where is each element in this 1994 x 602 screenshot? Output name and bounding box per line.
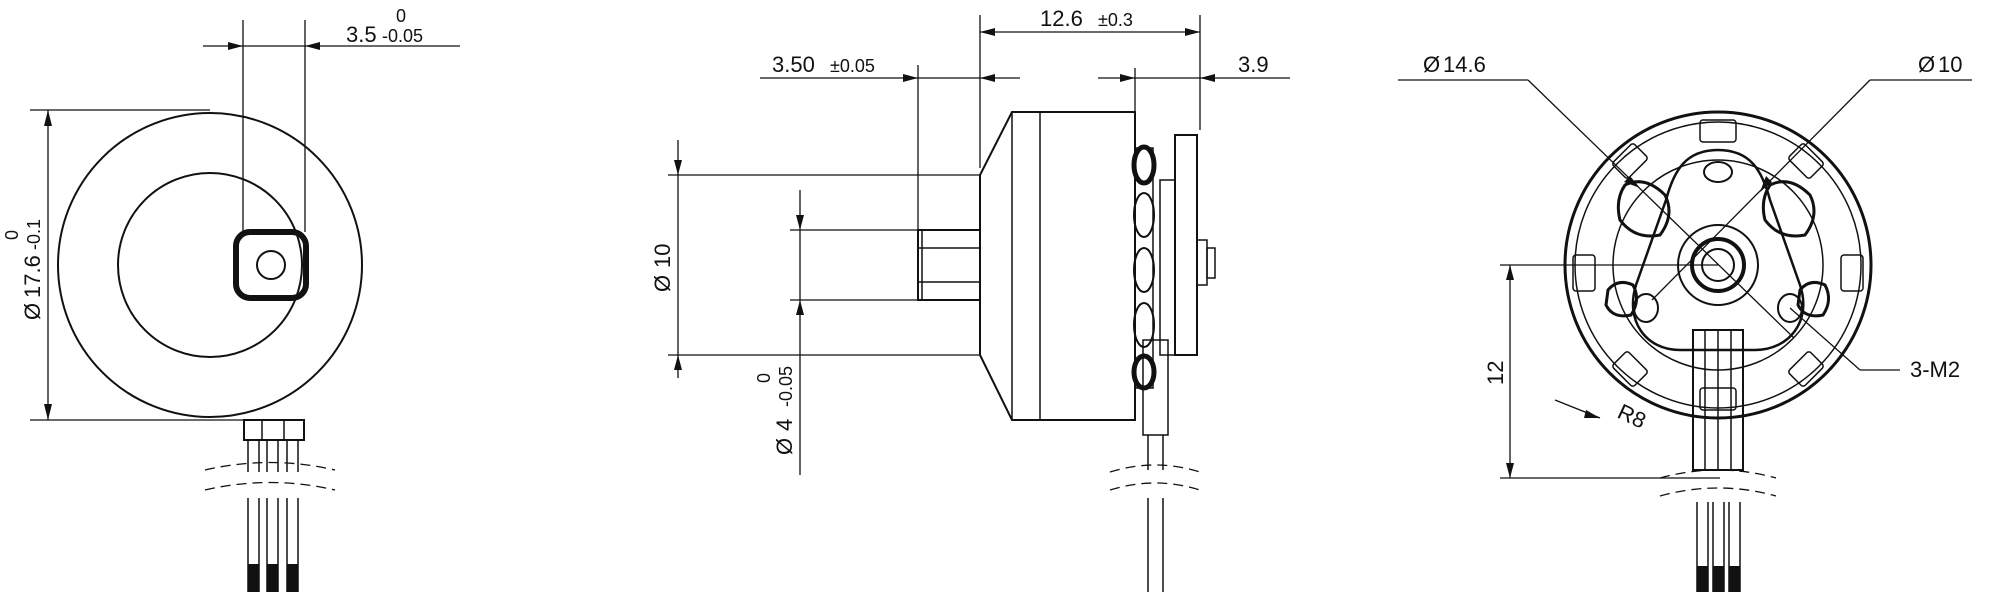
side-length-tol: ±0.3 xyxy=(1098,10,1133,30)
side-body-dia-value: 10 xyxy=(650,244,675,268)
side-length-value: 12.6 xyxy=(1040,6,1083,31)
back-inner-dia-symbol: Ø xyxy=(1918,52,1935,77)
front-dia-lower-tol: -0.1 xyxy=(24,219,44,250)
front-dia-symbol: Ø xyxy=(20,303,45,320)
front-inner-circle xyxy=(117,172,303,358)
back-m2-holes xyxy=(1633,161,1803,323)
side-shaft-dia-lower-tol: -0.05 xyxy=(776,366,796,407)
back-radius-label: R8 xyxy=(1614,399,1650,434)
front-width-upper-tol: 0 xyxy=(396,6,406,26)
side-cable-boot xyxy=(1142,339,1169,436)
side-mount-thk-value: 3.9 xyxy=(1238,52,1269,77)
front-view: 3.5 0 -0.05 Ø 17.6 0 -0.1 xyxy=(2,6,460,592)
side-windings xyxy=(1131,144,1157,391)
side-view: 12.6 ±0.3 3.50 ±0.05 3.9 Ø 10 Ø 4 0 xyxy=(650,6,1290,592)
side-body xyxy=(979,111,1136,421)
front-shaft-flat xyxy=(233,229,309,301)
front-width-lower-tol: -0.05 xyxy=(382,26,423,46)
front-dia-value: 17.6 xyxy=(20,255,45,298)
front-outer-circle xyxy=(57,112,363,418)
front-width-value: 3.5 xyxy=(346,22,377,47)
back-view: Ø 14.6 Ø 10 3-M2 12 R8 xyxy=(1398,52,1972,592)
side-mount-plate xyxy=(1174,134,1198,356)
side-body-dia-symbol: Ø xyxy=(650,275,675,292)
back-outer-dia-value: 14.6 xyxy=(1443,52,1486,77)
back-holes-label: 3-M2 xyxy=(1910,357,1960,382)
back-height-value: 12 xyxy=(1483,361,1508,385)
side-shaft xyxy=(917,229,981,301)
back-wires xyxy=(1696,502,1741,592)
side-shaft-dia-upper-tol: 0 xyxy=(754,373,774,383)
back-outer-dia-symbol: Ø xyxy=(1423,52,1440,77)
front-wire-boot xyxy=(243,419,305,441)
back-stator-slots xyxy=(1572,119,1864,411)
side-shaft-dia-symbol: Ø xyxy=(772,438,797,455)
front-wires xyxy=(204,440,336,592)
back-inner-dia-value: 10 xyxy=(1938,52,1962,77)
front-shaft-hole xyxy=(256,250,286,280)
side-shaft-len-value: 3.50 xyxy=(772,52,815,77)
front-dia-upper-tol: 0 xyxy=(2,230,22,240)
side-shaft-len-tol: ±0.05 xyxy=(830,56,875,76)
side-shaft-dia-value: 4 xyxy=(772,419,797,431)
